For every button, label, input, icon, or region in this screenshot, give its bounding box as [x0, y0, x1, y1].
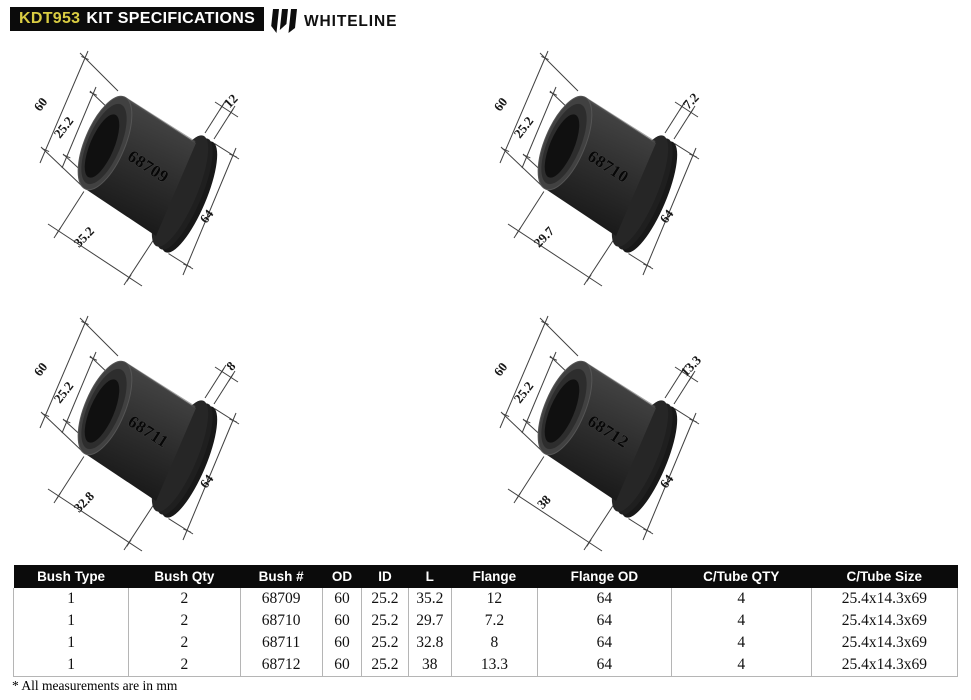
flange-dimension-label: 13.3	[677, 352, 704, 379]
od-dimension-label: 60	[491, 94, 511, 113]
flange-dimension-label: 7.2	[680, 90, 702, 112]
bushing-diagram: 60 25.2 7.2 29.7 64 68710	[491, 50, 702, 287]
table-cell: 2	[128, 632, 241, 654]
flange-dimension-label: 8	[223, 358, 239, 373]
table-cell: 25.2	[361, 588, 409, 610]
table-cell: 4	[670, 588, 812, 610]
column-header: L	[408, 565, 452, 588]
table-cell: 2	[128, 654, 241, 677]
table-cell: 4	[670, 610, 812, 632]
bushing-diagram: 60 25.2 13.3 38 64 68712	[491, 315, 704, 552]
bushing-diagram: 60 25.2 12 35.2 64 68709	[31, 50, 241, 287]
table-cell: 2	[128, 610, 241, 632]
table-cell: 68709	[239, 588, 323, 610]
table-header-row: Bush Type Bush Qty Bush # OD ID L Flange…	[13, 565, 958, 588]
table-cell: 60	[321, 632, 363, 654]
whiteline-logo-icon	[271, 9, 297, 33]
table-cell: 2	[128, 588, 241, 610]
od-dimension-label: 60	[31, 359, 51, 378]
column-header: Flange OD	[537, 565, 672, 588]
table-cell: 25.2	[361, 632, 409, 654]
table-cell: 7.2	[450, 610, 538, 632]
column-header: OD	[322, 565, 362, 588]
table-cell: 29.7	[407, 610, 452, 632]
table-cell: 1	[12, 588, 130, 610]
id-dimension-label: 25.2	[51, 379, 77, 406]
table-cell: 64	[536, 632, 672, 654]
table-cell: 25.2	[361, 654, 409, 677]
bushing-diagram: 60 25.2 8 32.8 64 68711	[31, 315, 240, 552]
table-cell: 13.3	[450, 654, 538, 677]
kit-title: KIT SPECIFICATIONS	[86, 10, 256, 27]
table-cell: 64	[536, 588, 672, 610]
table-cell: 4	[670, 654, 812, 677]
length-dimension-label: 35.2	[70, 223, 97, 250]
table-row: 1 2 68711 60 25.2 32.8 8 64 4 25.4x14.3x…	[12, 632, 959, 654]
table-cell: 4	[670, 632, 812, 654]
kit-code: KDT953	[19, 10, 81, 27]
id-dimension-label: 25.2	[51, 114, 77, 141]
id-dimension-label: 25.2	[511, 379, 537, 406]
table-row: 1 2 68712 60 25.2 38 13.3 64 4 25.4x14.3…	[12, 654, 959, 677]
table-cell: 60	[321, 588, 363, 610]
table-cell: 60	[321, 654, 363, 677]
id-dimension-label: 25.2	[511, 114, 537, 141]
table-row: 1 2 68709 60 25.2 35.2 12 64 4 25.4x14.3…	[12, 588, 959, 610]
table-cell: 68711	[239, 632, 323, 654]
table-cell: 32.8	[407, 632, 452, 654]
length-dimension-label: 32.8	[70, 488, 97, 515]
column-header: Bush Type	[13, 565, 129, 588]
table-cell: 64	[536, 654, 672, 677]
table-cell: 12	[450, 588, 538, 610]
column-header: Bush #	[240, 565, 323, 588]
specs-table: Bush Type Bush Qty Bush # OD ID L Flange…	[12, 565, 959, 677]
table-cell: 1	[12, 610, 130, 632]
od-dimension-label: 60	[31, 94, 51, 113]
column-header: C/Tube Size	[811, 565, 958, 588]
table-cell: 1	[12, 632, 130, 654]
table-cell: 25.4x14.3x69	[810, 654, 959, 677]
table-cell: 64	[536, 610, 672, 632]
table-cell: 25.4x14.3x69	[810, 588, 959, 610]
table-cell: 68712	[239, 654, 323, 677]
column-header: C/Tube QTY	[671, 565, 812, 588]
brand-header: WHITELINE	[271, 9, 397, 34]
column-header: Bush Qty	[128, 565, 241, 588]
measurements-footnote: * All measurements are in mm	[12, 678, 178, 693]
bushing-diagrams-canvas: 60 25.2 12 35.2 64 68709 60 25.2 7.2 29.…	[31, 50, 704, 552]
kit-title-bar: KDT953 KIT SPECIFICATIONS	[10, 7, 265, 31]
table-cell: 68710	[239, 610, 323, 632]
od-dimension-label: 60	[491, 359, 511, 378]
table-cell: 25.2	[361, 610, 409, 632]
brand-name: WHITELINE	[304, 12, 398, 30]
table-cell: 38	[407, 654, 452, 677]
column-header: ID	[361, 565, 409, 588]
table-cell: 35.2	[407, 588, 452, 610]
table-cell: 25.4x14.3x69	[810, 610, 959, 632]
table-row: 1 2 68710 60 25.2 29.7 7.2 64 4 25.4x14.…	[12, 610, 959, 632]
length-dimension-label: 29.7	[530, 223, 557, 250]
column-header: Flange	[451, 565, 538, 588]
table-cell: 8	[450, 632, 538, 654]
table-cell: 25.4x14.3x69	[810, 632, 959, 654]
table-cell: 60	[321, 610, 363, 632]
length-dimension-label: 38	[534, 492, 554, 512]
table-cell: 1	[12, 654, 130, 677]
